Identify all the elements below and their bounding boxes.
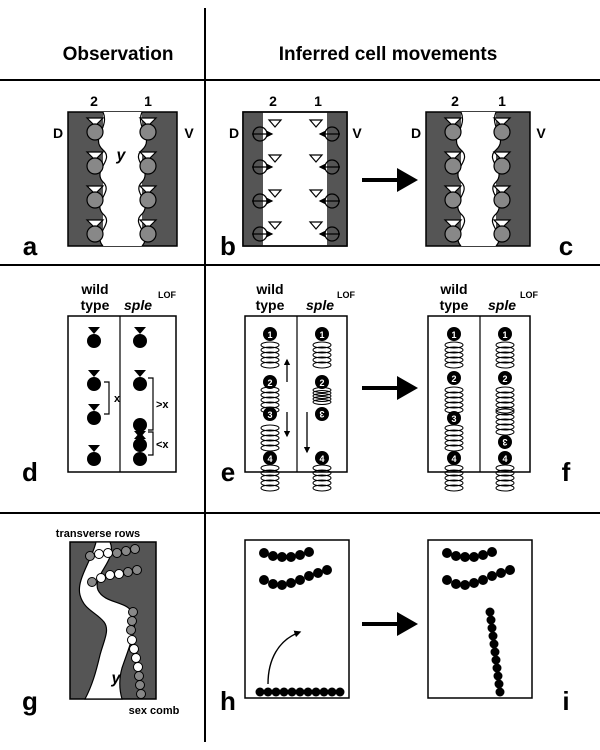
cell-num-f-r3: 3	[502, 437, 507, 447]
panel-letter-h: h	[220, 686, 236, 716]
sex-comb-label: sex comb	[129, 705, 180, 717]
mutant-sup-f: LOF	[520, 290, 538, 300]
col-label-2-b: 2	[269, 93, 277, 109]
y-label: y	[116, 147, 127, 164]
cell-num-e-2: 2	[267, 378, 272, 388]
col-label-2: 2	[90, 93, 98, 109]
col-label-2-c: 2	[451, 93, 459, 109]
panel-letter-g: g	[22, 686, 38, 716]
panel-letter-a: a	[23, 231, 38, 261]
panel-g: transverse rows sex comb y g	[22, 528, 180, 717]
wild-label-f-1: wild	[439, 281, 467, 297]
header-observation: Observation	[63, 44, 174, 65]
transverse-rows-label: transverse rows	[56, 528, 140, 540]
cell-num-f-r2: 2	[502, 374, 507, 384]
cell-num-e-1: 1	[267, 330, 272, 340]
col-label-1-c: 1	[498, 93, 506, 109]
ventral-label-b: V	[352, 125, 362, 141]
cell-num-f-r1: 1	[502, 330, 507, 340]
dorsal-label-b: D	[229, 125, 239, 141]
cell-num-e-r2: 2	[319, 378, 324, 388]
transition-arrow-2	[362, 376, 418, 400]
panel-a: 2 1 D V y a	[23, 93, 195, 261]
panel-e: 1 2 3 4 1 2 3 4 wild type sple LOF e	[221, 281, 355, 492]
cell-num-f-4: 4	[451, 454, 456, 464]
wild-label-f-2: type	[440, 297, 469, 313]
mutant-label-e: sple	[306, 297, 334, 313]
dorsal-label: D	[53, 125, 63, 141]
cell-num-f-2: 2	[451, 374, 456, 384]
mutant-sup-d: LOF	[158, 290, 176, 300]
col-label-1-b: 1	[314, 93, 322, 109]
panel-letter-f: f	[562, 457, 571, 487]
mutant-label-d: sple	[124, 297, 152, 313]
header-inferred: Inferred cell movements	[279, 44, 498, 65]
grid-lines	[0, 8, 600, 742]
panel-c: 2 1 D V c	[411, 93, 573, 261]
ventral-label: V	[184, 125, 194, 141]
cell-num-e-r3: 3	[319, 409, 324, 419]
cell-num-e-4: 4	[267, 454, 272, 464]
panel-letter-d: d	[22, 457, 38, 487]
panel-f: 1 2 3 4 1 2 3 4 wild type sple LOF f	[427, 281, 571, 492]
panel-letter-c: c	[559, 231, 573, 261]
panel-letter-e: e	[221, 457, 235, 487]
panel-letter-b: b	[220, 231, 236, 261]
cell-num-e-r1: 1	[319, 330, 324, 340]
transition-arrow-1	[362, 168, 418, 192]
panel-b: 2 1 D V b	[220, 93, 362, 261]
mutant-sup-e: LOF	[337, 290, 355, 300]
panel-letter-i: i	[562, 686, 569, 716]
cell-num-e-3: 3	[267, 410, 272, 420]
spacing-greater-label: >x	[156, 399, 169, 411]
cell-num-e-r4: 4	[319, 454, 324, 464]
panel-h: h	[220, 539, 350, 716]
cell-num-f-1: 1	[451, 330, 456, 340]
wild-label-d-1: wild	[80, 281, 108, 297]
wild-label-e-2: type	[256, 297, 285, 313]
spacing-less-label: <x	[156, 439, 169, 451]
panel-d: x >x <x wild type sple LOF d	[22, 281, 177, 487]
wild-label-d-2: type	[81, 297, 110, 313]
mutant-label-f: sple	[488, 297, 516, 313]
spacing-x-label: x	[114, 393, 121, 405]
dorsal-label-c: D	[411, 125, 421, 141]
transition-arrow-3	[362, 612, 418, 636]
ventral-label-c: V	[536, 125, 546, 141]
col-label-1: 1	[144, 93, 152, 109]
wild-label-e-1: wild	[255, 281, 283, 297]
cell-num-f-r4: 4	[502, 454, 507, 464]
panel-i: i	[427, 539, 570, 716]
cell-num-f-3: 3	[451, 414, 456, 424]
y-label-g: y	[111, 670, 122, 687]
